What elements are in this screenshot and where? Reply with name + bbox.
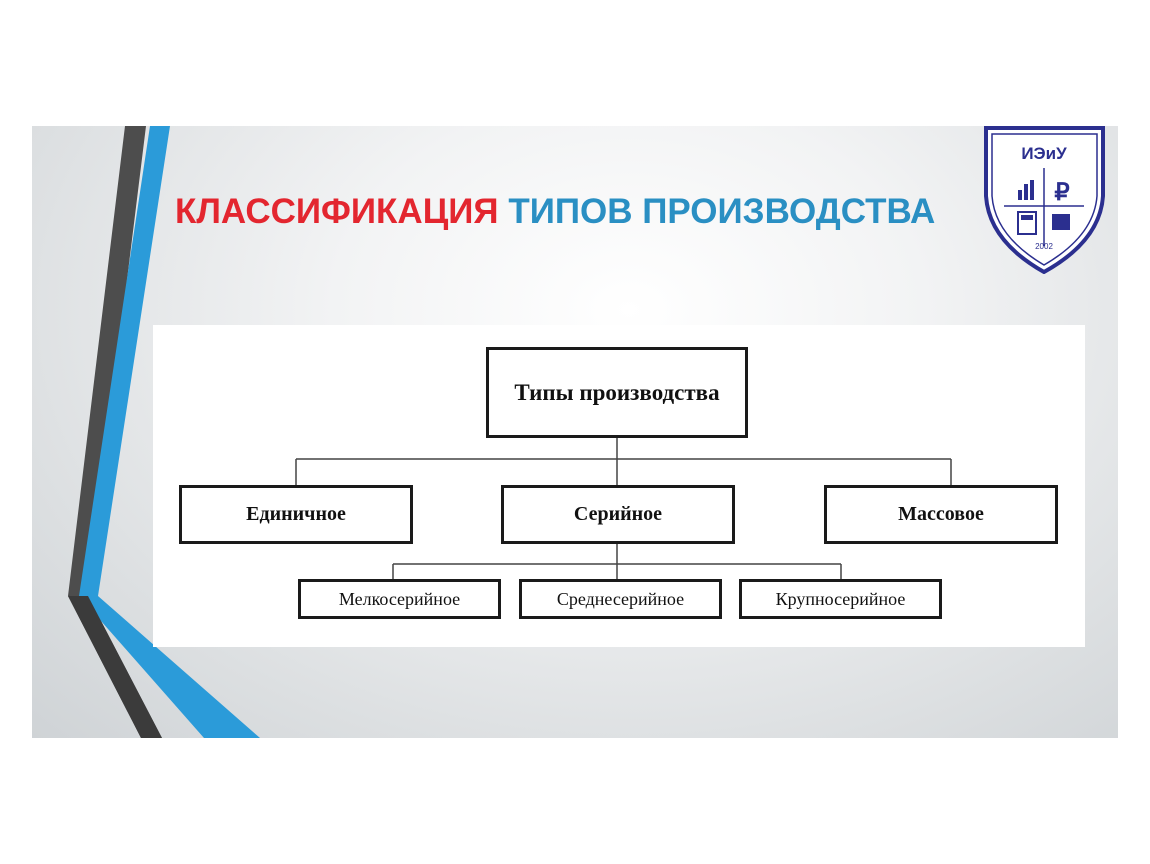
node-large-batch: Крупносерийное [739, 579, 942, 619]
node-mass: Массовое [824, 485, 1058, 544]
root-node-production-types: Типы производства [486, 347, 748, 438]
node-medium-batch: Среднесерийное [519, 579, 722, 619]
svg-text:₽: ₽ [1054, 179, 1069, 206]
connector-lines [295, 438, 952, 579]
title-part-red: КЛАССИФИКАЦИЯ [175, 192, 499, 231]
node-small-batch: Мелкосерийное [298, 579, 501, 619]
gray-stripe [68, 126, 162, 738]
logo-text: ИЭиУ [1021, 144, 1067, 163]
node-single: Единичное [179, 485, 413, 544]
diagram-panel: Типы производства Единичное Серийное Мас… [153, 325, 1085, 647]
blue-stripe [79, 126, 260, 738]
decorative-stripes [68, 126, 260, 738]
slide: КЛАССИФИКАЦИЯ ТИПОВ ПРОИЗВОДСТВА ИЭиУ ₽ … [32, 126, 1118, 738]
title-part-blue: ТИПОВ ПРОИЗВОДСТВА [508, 192, 936, 231]
institute-logo-shield: ИЭиУ ₽ 2002 [984, 126, 1105, 274]
slide-title: КЛАССИФИКАЦИЯ ТИПОВ ПРОИЗВОДСТВА [175, 192, 935, 232]
node-serial: Серийное [501, 485, 735, 544]
logo-year: 2002 [1035, 242, 1053, 251]
dark-stripe-lower [68, 596, 162, 738]
